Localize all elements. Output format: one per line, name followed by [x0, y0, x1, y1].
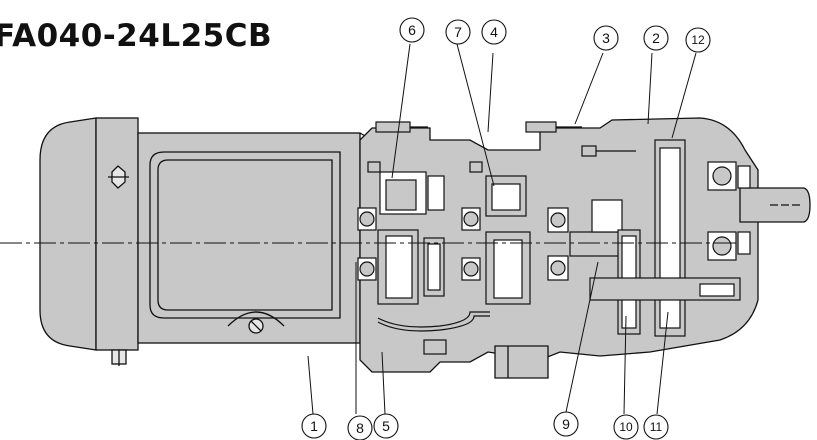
callout-label: 12 [691, 33, 705, 47]
motor [39, 117, 373, 366]
callout-label: 1 [310, 418, 318, 434]
callout-label: 4 [490, 24, 498, 40]
callout-6: 6 [399, 17, 425, 43]
callout-2: 2 [643, 25, 669, 51]
callout-10: 10 [613, 414, 639, 440]
callout-label: 11 [650, 420, 663, 434]
callout-11: 11 [643, 414, 669, 440]
callout-label: 10 [619, 420, 633, 434]
callout-5: 5 [373, 413, 399, 439]
leader-lines [307, 43, 697, 415]
callout-9: 9 [553, 411, 579, 437]
callout-12: 12 [685, 27, 711, 53]
callout-4: 4 [481, 19, 507, 45]
internal-parts [357, 121, 751, 355]
callout-label: 9 [562, 416, 570, 432]
callout-label: 3 [602, 30, 610, 46]
callout-1: 1 [301, 413, 327, 439]
callout-8: 8 [347, 415, 373, 440]
callout-3: 3 [593, 25, 619, 51]
callout-7: 7 [445, 19, 471, 45]
model-title: FA040-24L25CB [0, 18, 273, 54]
callout-label: 2 [652, 30, 660, 46]
callout-label: 8 [356, 420, 364, 436]
callout-label: 7 [454, 24, 462, 40]
callout-label: 6 [408, 22, 416, 38]
callout-label: 5 [382, 418, 390, 434]
